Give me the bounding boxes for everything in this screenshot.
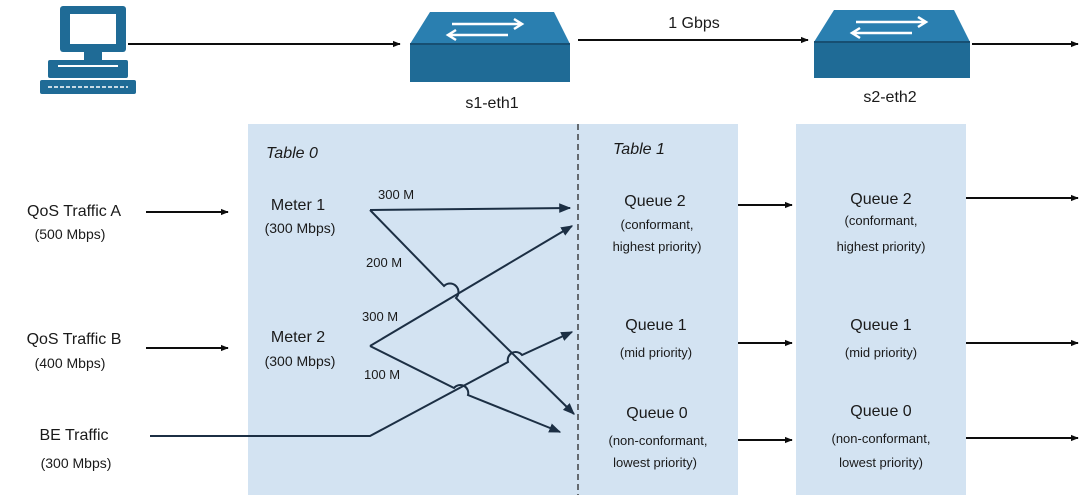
- switch1-port-label: s1-eth1: [465, 95, 519, 112]
- table-1-title: Table 1: [613, 141, 665, 158]
- m1-bottom-flow-label: 200 M: [366, 255, 403, 270]
- meter-1-name: Meter 1: [270, 197, 326, 214]
- be-traffic-rate: (300 Mbps): [40, 455, 112, 471]
- be-to-q1: [150, 331, 574, 437]
- m2-top-flow-label: 300 M: [362, 309, 399, 324]
- s2-queue-0-desc2: lowest priority): [839, 455, 923, 470]
- m1-to-q2: [369, 203, 572, 213]
- meter-2-rate: (300 Mbps): [264, 353, 336, 369]
- m2-to-q2: [369, 225, 574, 347]
- meter-1-rate: (300 Mbps): [264, 220, 336, 236]
- traffic-b-name: QoS Traffic B: [26, 331, 122, 348]
- s1-queue-2-name: Queue 2: [624, 193, 686, 210]
- s1-queue-0-name: Queue 0: [626, 405, 688, 422]
- meter-2-name: Meter 2: [270, 329, 326, 346]
- s2-queue-2-desc1: (conformant,: [844, 213, 918, 228]
- s1-queue-0-desc1: (non-conformant,: [608, 433, 708, 448]
- m2-to-q0: [369, 345, 562, 433]
- m2-bottom-flow-label: 100 M: [364, 367, 401, 382]
- table-0-title: Table 0: [266, 145, 318, 162]
- be-traffic-name: BE Traffic: [39, 427, 109, 444]
- table-1-panel: [578, 124, 738, 495]
- s2-queue-0-desc1: (non-conformant,: [831, 431, 931, 446]
- s1-queue-1-desc: (mid priority): [619, 345, 693, 360]
- table-0-panel: [248, 124, 578, 495]
- s2-queue-2-desc2: highest priority): [836, 239, 926, 254]
- computer-icon: [40, 6, 136, 94]
- switch2-port-label: s2-eth2: [863, 89, 917, 106]
- link-speed-label: 1 Gbps: [668, 15, 720, 32]
- s1-queue-2-desc2: highest priority): [612, 239, 702, 254]
- traffic-b-rate: (400 Mbps): [34, 355, 106, 371]
- switch-s1-icon: [410, 12, 570, 82]
- s2-queues-panel: [796, 124, 966, 495]
- traffic-a-name: QoS Traffic A: [27, 203, 121, 220]
- traffic-a-rate: (500 Mbps): [34, 226, 106, 242]
- s2-queue-1-desc: (mid priority): [844, 345, 918, 360]
- s1-queue-1-name: Queue 1: [625, 317, 687, 334]
- s1-queue-0-desc2: lowest priority): [613, 455, 697, 470]
- s1-queue-2-desc1: (conformant,: [620, 217, 694, 232]
- s2-queue-1-name: Queue 1: [850, 317, 912, 334]
- m1-top-flow-label: 300 M: [378, 187, 415, 202]
- m1-to-q0: [369, 209, 575, 415]
- switch-s2-icon: [814, 10, 970, 78]
- s2-queue-0-name: Queue 0: [850, 403, 912, 420]
- s2-queue-2-name: Queue 2: [850, 191, 912, 208]
